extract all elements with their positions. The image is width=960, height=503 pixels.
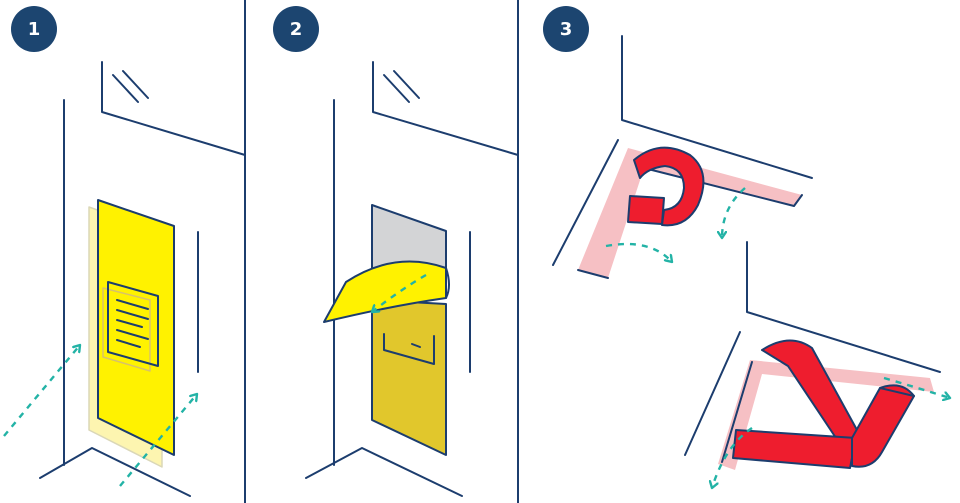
sign-outline — [383, 333, 435, 365]
glass-reflection-line — [122, 70, 149, 99]
corner-edge-lower — [684, 331, 741, 456]
corner-edge-upper — [552, 139, 619, 266]
panel-3 — [552, 35, 941, 470]
sign-text-line — [116, 329, 149, 340]
peeling-liner-edge — [445, 267, 450, 299]
glass-reflection-line — [383, 74, 410, 103]
press-arrow — [722, 187, 746, 238]
placement-arrow — [3, 345, 80, 437]
floor-line — [305, 447, 463, 497]
applied-sheet — [371, 299, 447, 456]
sign-text-line — [116, 339, 141, 348]
sign-text-line — [116, 309, 149, 320]
placement-arrow — [119, 394, 197, 487]
step-badge-1: 1 — [11, 6, 57, 52]
sign-outline — [107, 281, 159, 367]
panel-2 — [305, 61, 519, 497]
sign-text-line — [116, 319, 143, 328]
tape-track-edge — [577, 269, 609, 279]
panel-1 — [39, 61, 246, 497]
tape-track-upper — [578, 148, 802, 278]
tape-strip-lower-right — [851, 384, 915, 468]
tape-track-edge — [721, 361, 753, 463]
glass-reflection-line — [112, 74, 139, 103]
step-badge-3: 3 — [543, 6, 589, 52]
sign-text-line — [411, 343, 421, 348]
step-number-2: 2 — [289, 18, 303, 40]
press-arrow — [605, 242, 672, 262]
corner-edge-upper — [621, 35, 813, 179]
press-arrow — [712, 427, 753, 488]
step-number-1: 1 — [27, 18, 41, 40]
adhesive-sheet — [97, 199, 175, 456]
tape-strip-upper-tail — [627, 195, 665, 225]
tape-fold-line — [879, 387, 915, 397]
step-badge-2: 2 — [273, 6, 319, 52]
press-arrow — [883, 376, 950, 398]
sign-text-line — [116, 299, 149, 310]
corner-edge-lower — [746, 241, 941, 373]
window-frame — [372, 61, 519, 156]
floor-line — [39, 447, 191, 497]
sign-outline-back — [102, 287, 151, 372]
peel-arrow — [372, 273, 427, 312]
tape-strip-lower-band — [732, 429, 857, 469]
glass-reflection-line — [393, 70, 420, 99]
window-frame — [101, 61, 246, 156]
step-number-3: 3 — [559, 18, 573, 40]
